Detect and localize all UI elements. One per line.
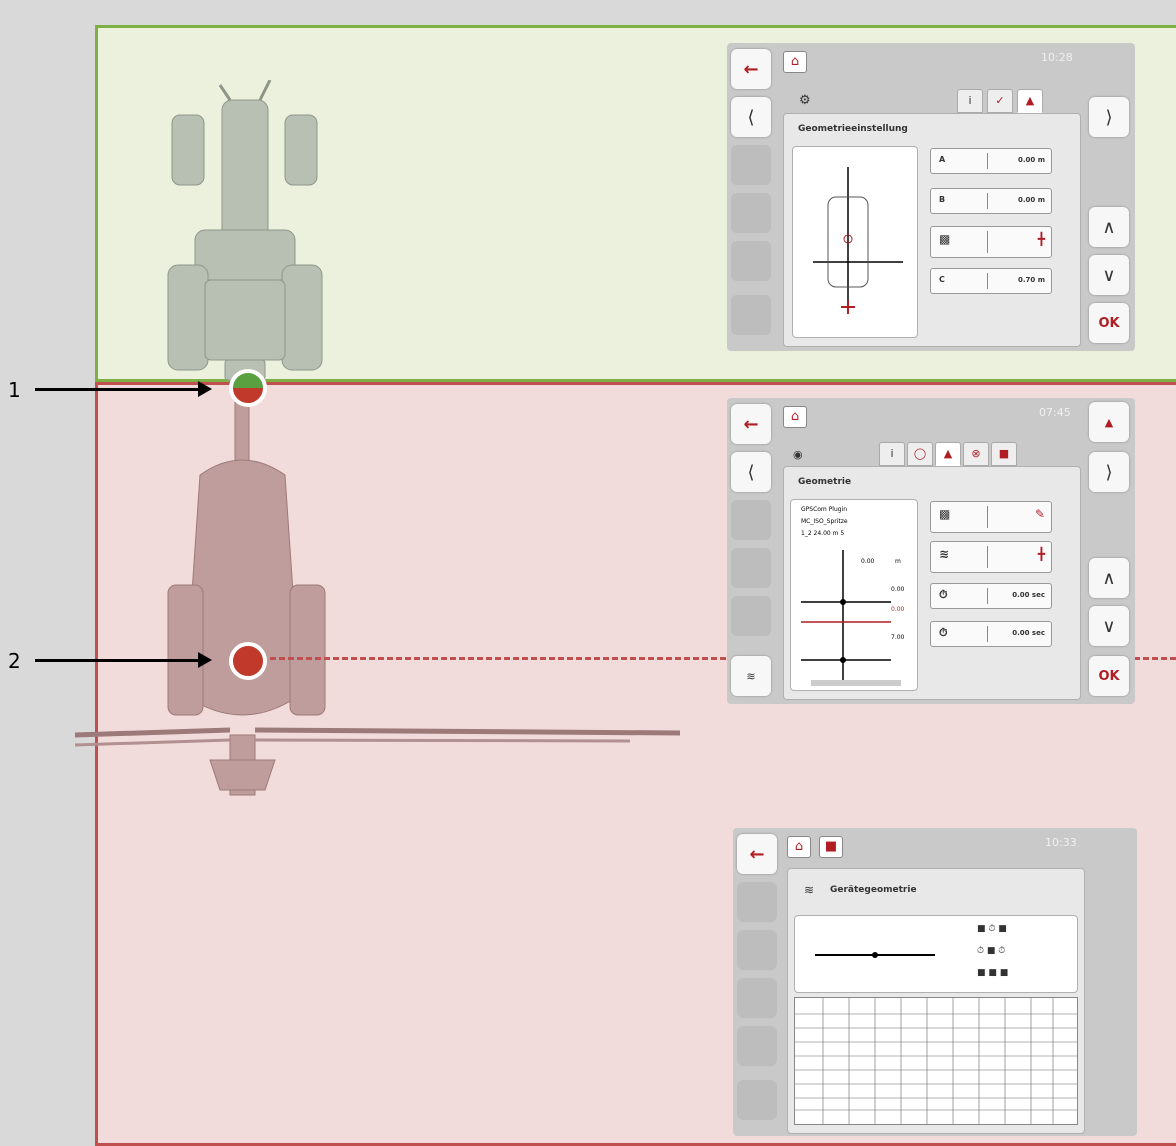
- info-line-3: 1_2 24.00 m 5: [801, 530, 844, 537]
- switch-on-delay-field[interactable]: ⏱ 0.00 sec: [930, 583, 1052, 609]
- field-a[interactable]: A 0.00 m: [930, 148, 1052, 174]
- softkey-empty: [737, 930, 777, 970]
- param-icons: ■ ■ ■: [977, 968, 1008, 978]
- clock: 10:33: [1045, 836, 1077, 849]
- info-line-1: GPSCom Plugin: [801, 506, 847, 513]
- softkey-empty: [737, 882, 777, 922]
- param-icons: ⏱ ■ ⏱: [977, 946, 1005, 956]
- sections-table: [794, 997, 1078, 1125]
- tractor-symbol-icon: ⚙: [799, 93, 811, 108]
- home-icon[interactable]: ⌂: [787, 836, 811, 858]
- hitch-edit-icon: ╋: [1038, 547, 1045, 561]
- softkey-empty: [731, 241, 771, 281]
- callout-2: 2: [8, 649, 21, 673]
- implement-diagram: GPSCom Plugin MC_ISO_Spritze 1_2 24.00 m…: [790, 499, 918, 691]
- prev-tab-button[interactable]: ⟨: [731, 452, 771, 492]
- switch-on-delay-value: 0.00 sec: [1012, 591, 1045, 599]
- implement-geometry-selector[interactable]: ≋ ╋: [930, 541, 1052, 573]
- tab-info[interactable]: i: [957, 89, 983, 113]
- tractor-connection-icon: ▩: [939, 507, 979, 521]
- softkey-empty: [737, 1026, 777, 1066]
- softkey-empty: [731, 145, 771, 185]
- callout-1-arrow: [35, 388, 200, 391]
- tractor-icon[interactable]: ▲: [1017, 89, 1043, 113]
- switch-off-delay-field[interactable]: ⏱ 0.00 sec: [930, 621, 1052, 647]
- terminal-geometry-settings: ← ⟨ ⌂ 10:28 ⚙ i ✓ ▲ Geometrieeinstellung…: [727, 43, 1135, 351]
- field-b-value: 0.00 m: [1018, 196, 1045, 204]
- tractor-connection-icon: ▩: [939, 232, 979, 246]
- callout-2-arrowhead: [198, 652, 212, 668]
- info-line-2: MC_ISO_Spritze: [801, 518, 848, 525]
- connection-type-selector[interactable]: ▩ ✎: [930, 501, 1052, 533]
- softkey-empty: [731, 295, 771, 335]
- settings-tab-icon[interactable]: ⊗: [963, 442, 989, 466]
- panel-title: Geometrie: [798, 477, 851, 487]
- wrench-icon[interactable]: ✓: [987, 89, 1013, 113]
- edit-icon: ✎: [1035, 507, 1045, 521]
- field-a-value: 0.00 m: [1018, 156, 1045, 164]
- softkey-empty: [731, 596, 771, 636]
- hitch-icon: ╋: [1038, 232, 1045, 246]
- callout-1-arrowhead: [198, 381, 212, 397]
- field-a-label: A: [939, 155, 979, 164]
- softkey-empty: [731, 548, 771, 588]
- home-icon[interactable]: ⌂: [783, 406, 807, 428]
- geometry-panel: Geometrieeinstellung A 0.00 m B 0.00 m ▩: [783, 113, 1081, 347]
- field-b-label: B: [939, 195, 979, 204]
- back-button[interactable]: ←: [731, 49, 771, 89]
- ok-button[interactable]: OK: [1089, 656, 1129, 696]
- connection-type-selector[interactable]: ▩ ╋: [930, 226, 1052, 258]
- next-tab-button[interactable]: ⟩: [1089, 97, 1129, 137]
- geometry-tab-icon[interactable]: ▲: [935, 442, 961, 466]
- field-c-value: 0.70 m: [1018, 276, 1045, 284]
- tab-info[interactable]: i: [879, 442, 905, 466]
- scroll-down-button[interactable]: ∨: [1089, 606, 1129, 646]
- delay-on-icon: ⏱: [939, 588, 979, 602]
- boom-overview: ■ ⏱ ■ ⏱ ■ ⏱ ■ ■ ■: [794, 915, 1078, 993]
- geometry-panel: Geometrie GPSCom Plugin MC_ISO_Spritze 1…: [783, 466, 1081, 700]
- scroll-down-button[interactable]: ∨: [1089, 255, 1129, 295]
- callout-1: 1: [8, 378, 21, 402]
- sprayer-symbol-icon: ◉: [793, 448, 803, 461]
- clock: 07:45: [1039, 406, 1071, 419]
- tractor-image: [160, 80, 340, 390]
- home-icon[interactable]: ⌂: [783, 51, 807, 73]
- back-button[interactable]: ←: [737, 834, 777, 874]
- scroll-up-button[interactable]: ∧: [1089, 558, 1129, 598]
- coupling-point-marker: [229, 369, 267, 407]
- implement-breadcrumb-icon[interactable]: ■: [819, 836, 843, 858]
- terminal-implement-geometry: ← ⌂ ■ 10:33 ≋ Gerätegeometrie ■ ⏱ ■ ⏱ ■ …: [733, 828, 1137, 1136]
- implement-softkey-icon[interactable]: ≋: [731, 656, 771, 696]
- implement-tab-icon[interactable]: ■: [991, 442, 1017, 466]
- param-icons: ■ ⏱ ■: [977, 924, 1007, 934]
- softkey-empty: [731, 500, 771, 540]
- prev-tab-button[interactable]: ⟨: [731, 97, 771, 137]
- back-button[interactable]: ←: [731, 404, 771, 444]
- implement-reference-marker: [229, 642, 267, 680]
- terminal-geometry: ← ⟨ ≋ ⌂ 07:45 ▲ ◉ i ◯ ▲ ⊗ ■ Geometrie GP…: [727, 398, 1135, 704]
- sprayer-image: [70, 395, 690, 805]
- callout-2-arrow: [35, 659, 200, 662]
- clock: 10:28: [1041, 51, 1073, 64]
- implement-status-icon[interactable]: ▲: [1089, 402, 1129, 442]
- delay-off-icon: ⏱: [939, 626, 979, 640]
- field-b[interactable]: B 0.00 m: [930, 188, 1052, 214]
- panel-title: Gerätegeometrie: [830, 885, 917, 895]
- panel-title: Geometrieeinstellung: [798, 124, 908, 134]
- scroll-up-button[interactable]: ∧: [1089, 207, 1129, 247]
- ok-button[interactable]: OK: [1089, 303, 1129, 343]
- geometry-diagram: [792, 146, 918, 338]
- switch-off-delay-value: 0.00 sec: [1012, 629, 1045, 637]
- softkey-empty: [737, 1080, 777, 1120]
- field-c[interactable]: C 0.70 m: [930, 268, 1052, 294]
- softkey-empty: [737, 978, 777, 1018]
- next-tab-button[interactable]: ⟩: [1089, 452, 1129, 492]
- sections-tab-icon[interactable]: ◯: [907, 442, 933, 466]
- implement-icon: ≋: [804, 883, 814, 897]
- field-c-label: C: [939, 275, 979, 284]
- implement-geometry-panel: ≋ Gerätegeometrie ■ ⏱ ■ ⏱ ■ ⏱ ■ ■ ■: [787, 868, 1085, 1134]
- softkey-empty: [731, 193, 771, 233]
- implement-icon: ≋: [939, 547, 979, 561]
